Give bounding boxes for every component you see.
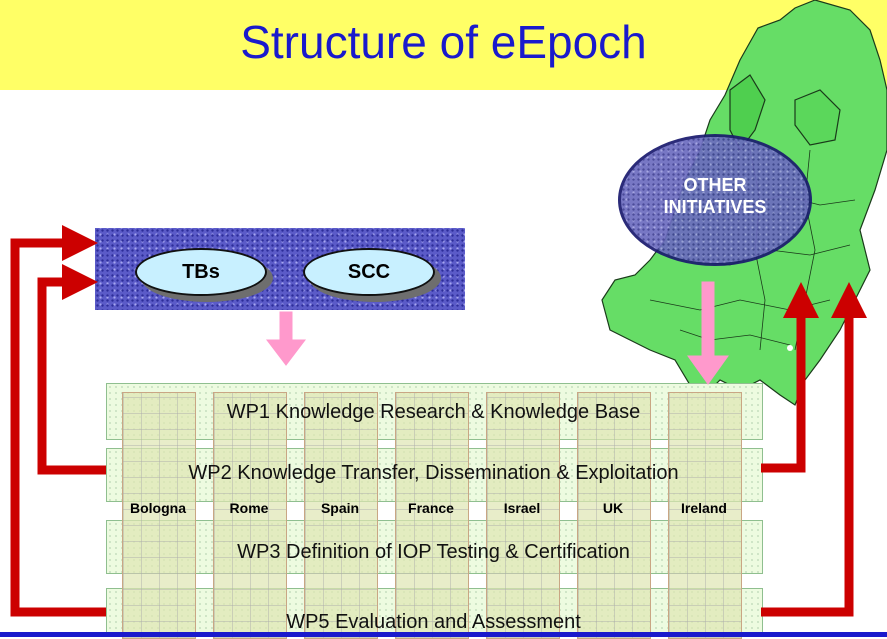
location-column-spain xyxy=(304,392,378,639)
location-label-uk: UK xyxy=(602,500,624,516)
location-column-bologna xyxy=(122,392,196,639)
location-label-rome: Rome xyxy=(229,500,269,516)
bottom-rule xyxy=(0,632,887,637)
location-column-france xyxy=(395,392,469,639)
tbs-oval: TBs xyxy=(135,248,267,296)
flow-arrow-other-initiatives-down xyxy=(687,281,729,385)
location-column-uk xyxy=(577,392,651,639)
location-label-bologna: Bologna xyxy=(130,500,186,516)
arrow-wp2-to-europe xyxy=(761,282,819,473)
location-label-ireland: Ireland xyxy=(681,500,727,516)
location-label-israel: Israel xyxy=(503,500,541,516)
page-title: Structure of eEpoch xyxy=(240,16,647,68)
other-initiatives-line-2: INITIATIVES xyxy=(663,197,767,217)
location-label-spain: Spain xyxy=(320,500,360,516)
other-initiatives-line-1: OTHER xyxy=(683,175,747,195)
flow-arrow-top-box-down xyxy=(265,311,307,366)
wp2-label: WP2 Knowledge Transfer, Dissemination & … xyxy=(188,462,679,484)
location-label-france: France xyxy=(408,500,454,516)
location-column-israel xyxy=(486,392,560,639)
wp3-label: WP3 Definition of IOP Testing & Certific… xyxy=(237,541,630,563)
wp1-label: WP1 Knowledge Research & Knowledge Base xyxy=(226,401,641,423)
location-column-ireland xyxy=(668,392,742,639)
other-initiatives-ellipse xyxy=(618,134,812,266)
arrow-wp5-to-europe xyxy=(761,282,867,617)
feedback-arrow-wp5-to-top-outer xyxy=(10,225,106,617)
feedback-arrow-wp2-to-top-inner xyxy=(37,264,106,475)
scc-oval: SCC xyxy=(303,248,435,296)
other-initiatives-label: OTHER INITIATIVES xyxy=(618,174,812,218)
location-column-rome xyxy=(213,392,287,639)
wp5-label: WP5 Evaluation and Assessment xyxy=(286,611,581,633)
